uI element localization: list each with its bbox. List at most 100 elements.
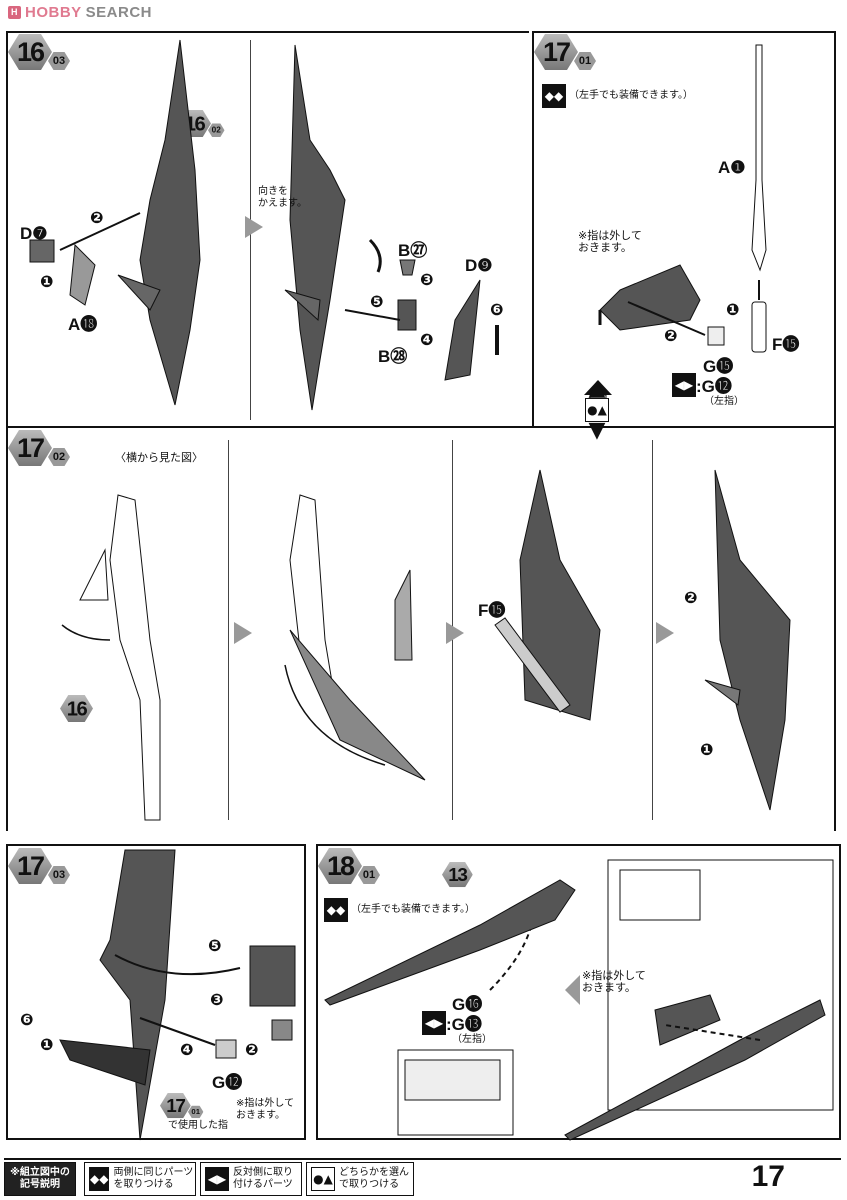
part-label-g12: G⓬ [212, 1073, 243, 1092]
legend-item-opposite-side: ◀▶反対側に取り 付けるパーツ [200, 1162, 302, 1196]
logo-hobby: HOBBY [25, 4, 82, 21]
logo-mark: H [8, 6, 21, 19]
ref-badge-13: 13 [442, 862, 473, 888]
part-illustration-wing-sideview [61, 469, 791, 821]
legend-label: どちらかを選ん で取りつける [339, 1167, 409, 1190]
part-illustration-rifle [324, 859, 834, 1141]
step-marker-2: ❷ [664, 326, 678, 345]
step-sub: 01 [574, 52, 596, 70]
part-label-a1: A❶ [718, 158, 746, 177]
step-marker-4: ❹ [420, 330, 434, 349]
part-label-a18: A⓲ [68, 315, 98, 334]
next-arrow [234, 622, 252, 644]
step-marker-6: ❻ [490, 300, 504, 319]
step-sub: 03 [48, 52, 70, 70]
left-finger-note: （左指） [704, 396, 744, 407]
step-marker-1: ❶ [700, 740, 714, 759]
part-label-g15: G⓯ [703, 357, 734, 376]
both-sides-icon: ◆◆ [542, 84, 566, 108]
next-arrow [656, 622, 674, 644]
step-sub: 02 [48, 448, 70, 466]
step-marker-5: ❺ [208, 936, 222, 955]
step-marker-1: ❶ [726, 300, 740, 319]
step-marker-1: ❶ [40, 272, 54, 291]
side-view-caption: 〈横から見た図〉 [115, 451, 203, 464]
next-arrow [446, 622, 464, 644]
step-marker-1: ❶ [40, 1035, 54, 1054]
ref-badge-16: 16 [60, 695, 93, 722]
part-illustration-wing-attach [59, 849, 296, 1141]
left-finger-note: （左指） [452, 1034, 492, 1045]
both-sides-note-text: （左手でも装備できます。） [569, 90, 693, 101]
finger-note: ※指は外して おきます。 [236, 1098, 295, 1121]
step-17-02-panel [6, 426, 836, 831]
legend-item-choose-one: ●▲どちらかを選ん で取りつける [306, 1162, 414, 1196]
step-16-03-panel [6, 31, 529, 426]
legend-heading: ※組立図中の 記号説明 [4, 1162, 76, 1196]
used-finger-note: で使用した指 [168, 1120, 228, 1131]
opposite-side-icon: ◀▶ [205, 1167, 229, 1191]
turn-note: 向きを かえます。 [258, 186, 307, 209]
both-sides-icon: ◆◆ [89, 1167, 110, 1191]
step-17-01-panel [532, 31, 836, 426]
step-18-01-panel [316, 844, 841, 1140]
legend-label: 反対側に取り 付けるパーツ [233, 1167, 293, 1190]
legend-label: 両側に同じパーツ を取りつける [113, 1167, 194, 1190]
step-marker-3: ❸ [420, 270, 434, 289]
page-number: 17 [751, 1160, 785, 1193]
ref-sub: 02 [208, 123, 225, 137]
opposite-side-icon: ◀▶ [672, 372, 696, 397]
part-label-d9: D❾ [465, 256, 493, 275]
opposite-side-icon: ◀▶ [422, 1010, 446, 1035]
part-label-f15: F⓯ [772, 335, 800, 354]
part-label-d7: D❼ [20, 224, 48, 243]
part-label-g12: :G⓬ [696, 377, 732, 396]
step-number: 16 [8, 34, 52, 70]
step-sub: 01 [358, 866, 380, 884]
step-number: 17 [8, 430, 52, 466]
choose-one-arrows: ▲●▲▼ [583, 378, 611, 470]
choose-one-icon: ●▲ [585, 398, 609, 422]
choose-one-icon: ●▲ [311, 1167, 335, 1191]
part-illustration-wing-16 [29, 39, 499, 411]
finger-note: ※指は外して おきます。 [582, 969, 646, 994]
part-label-g13: :G⓭ [446, 1015, 482, 1034]
part-label-g16: G⓰ [452, 995, 483, 1014]
both-sides-note: ◆◆（左手でも装備できます。） [324, 898, 475, 922]
logo-search: SEARCH [85, 4, 153, 21]
step-marker-4: ❹ [180, 1040, 194, 1059]
step-number: 18 [318, 848, 362, 884]
symbol-legend: ※組立図中の 記号説明 ◆◆両側に同じパーツ を取りつける ◀▶反対側に取り 付… [4, 1158, 841, 1196]
legend-item-both-sides: ◆◆両側に同じパーツ を取りつける [84, 1162, 196, 1196]
step-number: 17 [534, 34, 578, 70]
step-marker-2: ❷ [90, 208, 104, 227]
opposite-part-g13: ◀▶:G⓭ [422, 1010, 482, 1035]
step-marker-6: ❻ [20, 1010, 34, 1029]
ref-number: 16 [60, 695, 93, 722]
hobbysearch-logo: H HOBBY SEARCH [8, 4, 152, 21]
step-marker-2: ❷ [684, 588, 698, 607]
ref-sub: 01 [188, 1105, 204, 1119]
part-label-f15: F⓯ [478, 601, 506, 620]
step-marker-2: ❷ [245, 1040, 259, 1059]
finger-note: ※指は外して おきます。 [578, 229, 642, 254]
ref-number: 13 [442, 862, 473, 888]
part-label-b28: B㉘ [378, 347, 408, 366]
part-label-b27: B㉗ [398, 241, 428, 260]
next-arrow [245, 216, 263, 238]
step-sub: 03 [48, 866, 70, 884]
divider [652, 440, 653, 820]
opposite-part-g12: ◀▶:G⓬ [672, 372, 732, 397]
both-sides-note: ◆◆（左手でも装備できます。） [542, 84, 693, 108]
step-17-03-panel [6, 844, 306, 1140]
ref-number: 17 [160, 1093, 191, 1119]
step-marker-3: ❸ [210, 990, 224, 1009]
both-sides-icon: ◆◆ [324, 898, 348, 922]
both-sides-note-text: （左手でも装備できます。） [351, 904, 475, 915]
step-marker-5: ❺ [370, 292, 384, 311]
